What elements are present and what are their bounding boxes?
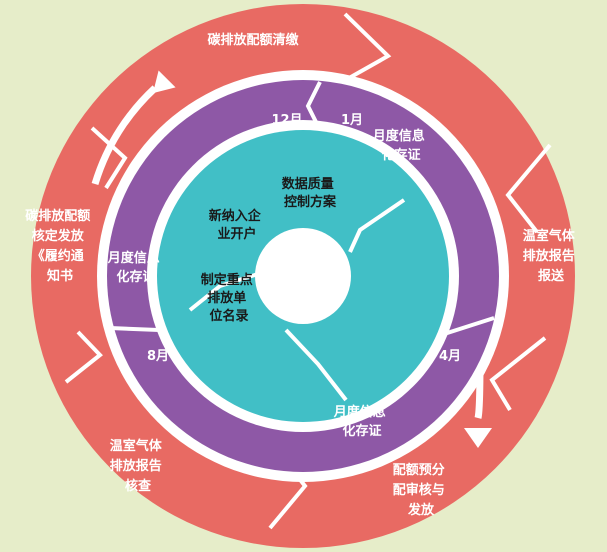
inner-label-0-line-1: 数据质量 xyxy=(282,176,334,192)
outer-label-4-line-2: 核定发放 xyxy=(32,228,85,244)
outer-label-4-line-1: 碳排放配额 xyxy=(25,208,90,224)
outer-label-1-line-3: 报送 xyxy=(538,268,565,284)
month-label-1: 1月 xyxy=(341,113,363,128)
outer-label-0: 碳排放配额清缴 xyxy=(207,32,299,48)
inner-divider-2 xyxy=(284,328,348,402)
arrow-bottom-right-shaft xyxy=(474,359,484,419)
inner-label-1-line-1: 新纳入企 xyxy=(209,208,262,224)
center-hole xyxy=(255,228,351,324)
inner-divider-3 xyxy=(188,272,259,312)
inner-divider-1 xyxy=(348,198,406,253)
outer-label-3-line-1: 温室气体 xyxy=(110,438,163,454)
outer-label-2-line-1: 配额预分 xyxy=(393,462,445,478)
inner-label-2-line-2: 排放单 xyxy=(207,290,246,306)
outer-divider-1 xyxy=(341,12,392,84)
outer-label-4-line-3: 《履约通 xyxy=(32,248,84,264)
arrow-top-left xyxy=(91,70,176,186)
middle-label-1-line-1: 月度信息 xyxy=(107,250,160,266)
inner-label-1-line-2: 业开户 xyxy=(217,226,256,242)
arrow-bottom-right-head xyxy=(464,428,492,448)
middle-label-1: 月度信息 化存证 xyxy=(107,250,165,285)
month-label-4: 4月 xyxy=(439,349,461,364)
arrow-top-left-head xyxy=(152,70,176,94)
outer-label-2: 配额预分 配审核与 发放 xyxy=(393,462,450,518)
inner-ring-dividers xyxy=(188,198,406,402)
middle-label-0-line-1: 月度信息 xyxy=(372,128,425,144)
arrow-top-left-shaft xyxy=(91,85,158,186)
outer-label-2-line-2: 配审核与 xyxy=(393,482,445,498)
inner-label-2-line-1: 制定重点 xyxy=(201,272,253,288)
inner-label-2-line-3: 位名录 xyxy=(209,308,248,324)
inner-label-2: 制定重点 排放单 位名录 xyxy=(201,272,258,324)
outer-label-1-line-1: 温室气体 xyxy=(523,228,576,244)
middle-label-0-line-2: 化存证 xyxy=(381,147,420,163)
middle-label-2-line-2: 化存证 xyxy=(342,423,381,439)
month-label-12: 12月 xyxy=(271,113,302,128)
month-label-8: 8月 xyxy=(147,349,169,364)
outer-divider-6 xyxy=(90,126,128,190)
outer-label-3-line-3: 核查 xyxy=(125,478,152,494)
middle-label-0: 月度信息 化存证 xyxy=(372,128,430,163)
arrow-bottom-right xyxy=(464,359,492,448)
outer-label-1-line-2: 排放报告 xyxy=(523,248,575,264)
outer-label-1: 温室气体 排放报告 报送 xyxy=(523,228,580,284)
inner-label-0-line-2: 控制方案 xyxy=(284,194,337,210)
outer-label-3-line-2: 排放报告 xyxy=(110,458,162,474)
middle-label-2-line-1: 月度信息 xyxy=(333,404,386,420)
outer-divider-3 xyxy=(489,336,547,412)
middle-label-1-line-2: 化存证 xyxy=(116,269,155,285)
inner-label-1: 新纳入企 业开户 xyxy=(209,208,266,242)
outer-label-4: 碳排放配额 核定发放 《履约通 知书 xyxy=(25,208,95,284)
inner-label-0: 数据质量 控制方案 xyxy=(282,176,339,210)
outer-divider-2 xyxy=(505,143,552,234)
outer-divider-5 xyxy=(64,330,103,384)
outer-label-3: 温室气体 排放报告 核查 xyxy=(110,438,167,494)
outer-label-4-line-4: 知书 xyxy=(47,268,73,284)
middle-label-2: 月度信息 化存证 xyxy=(333,404,391,439)
outer-label-2-line-3: 发放 xyxy=(407,502,435,518)
